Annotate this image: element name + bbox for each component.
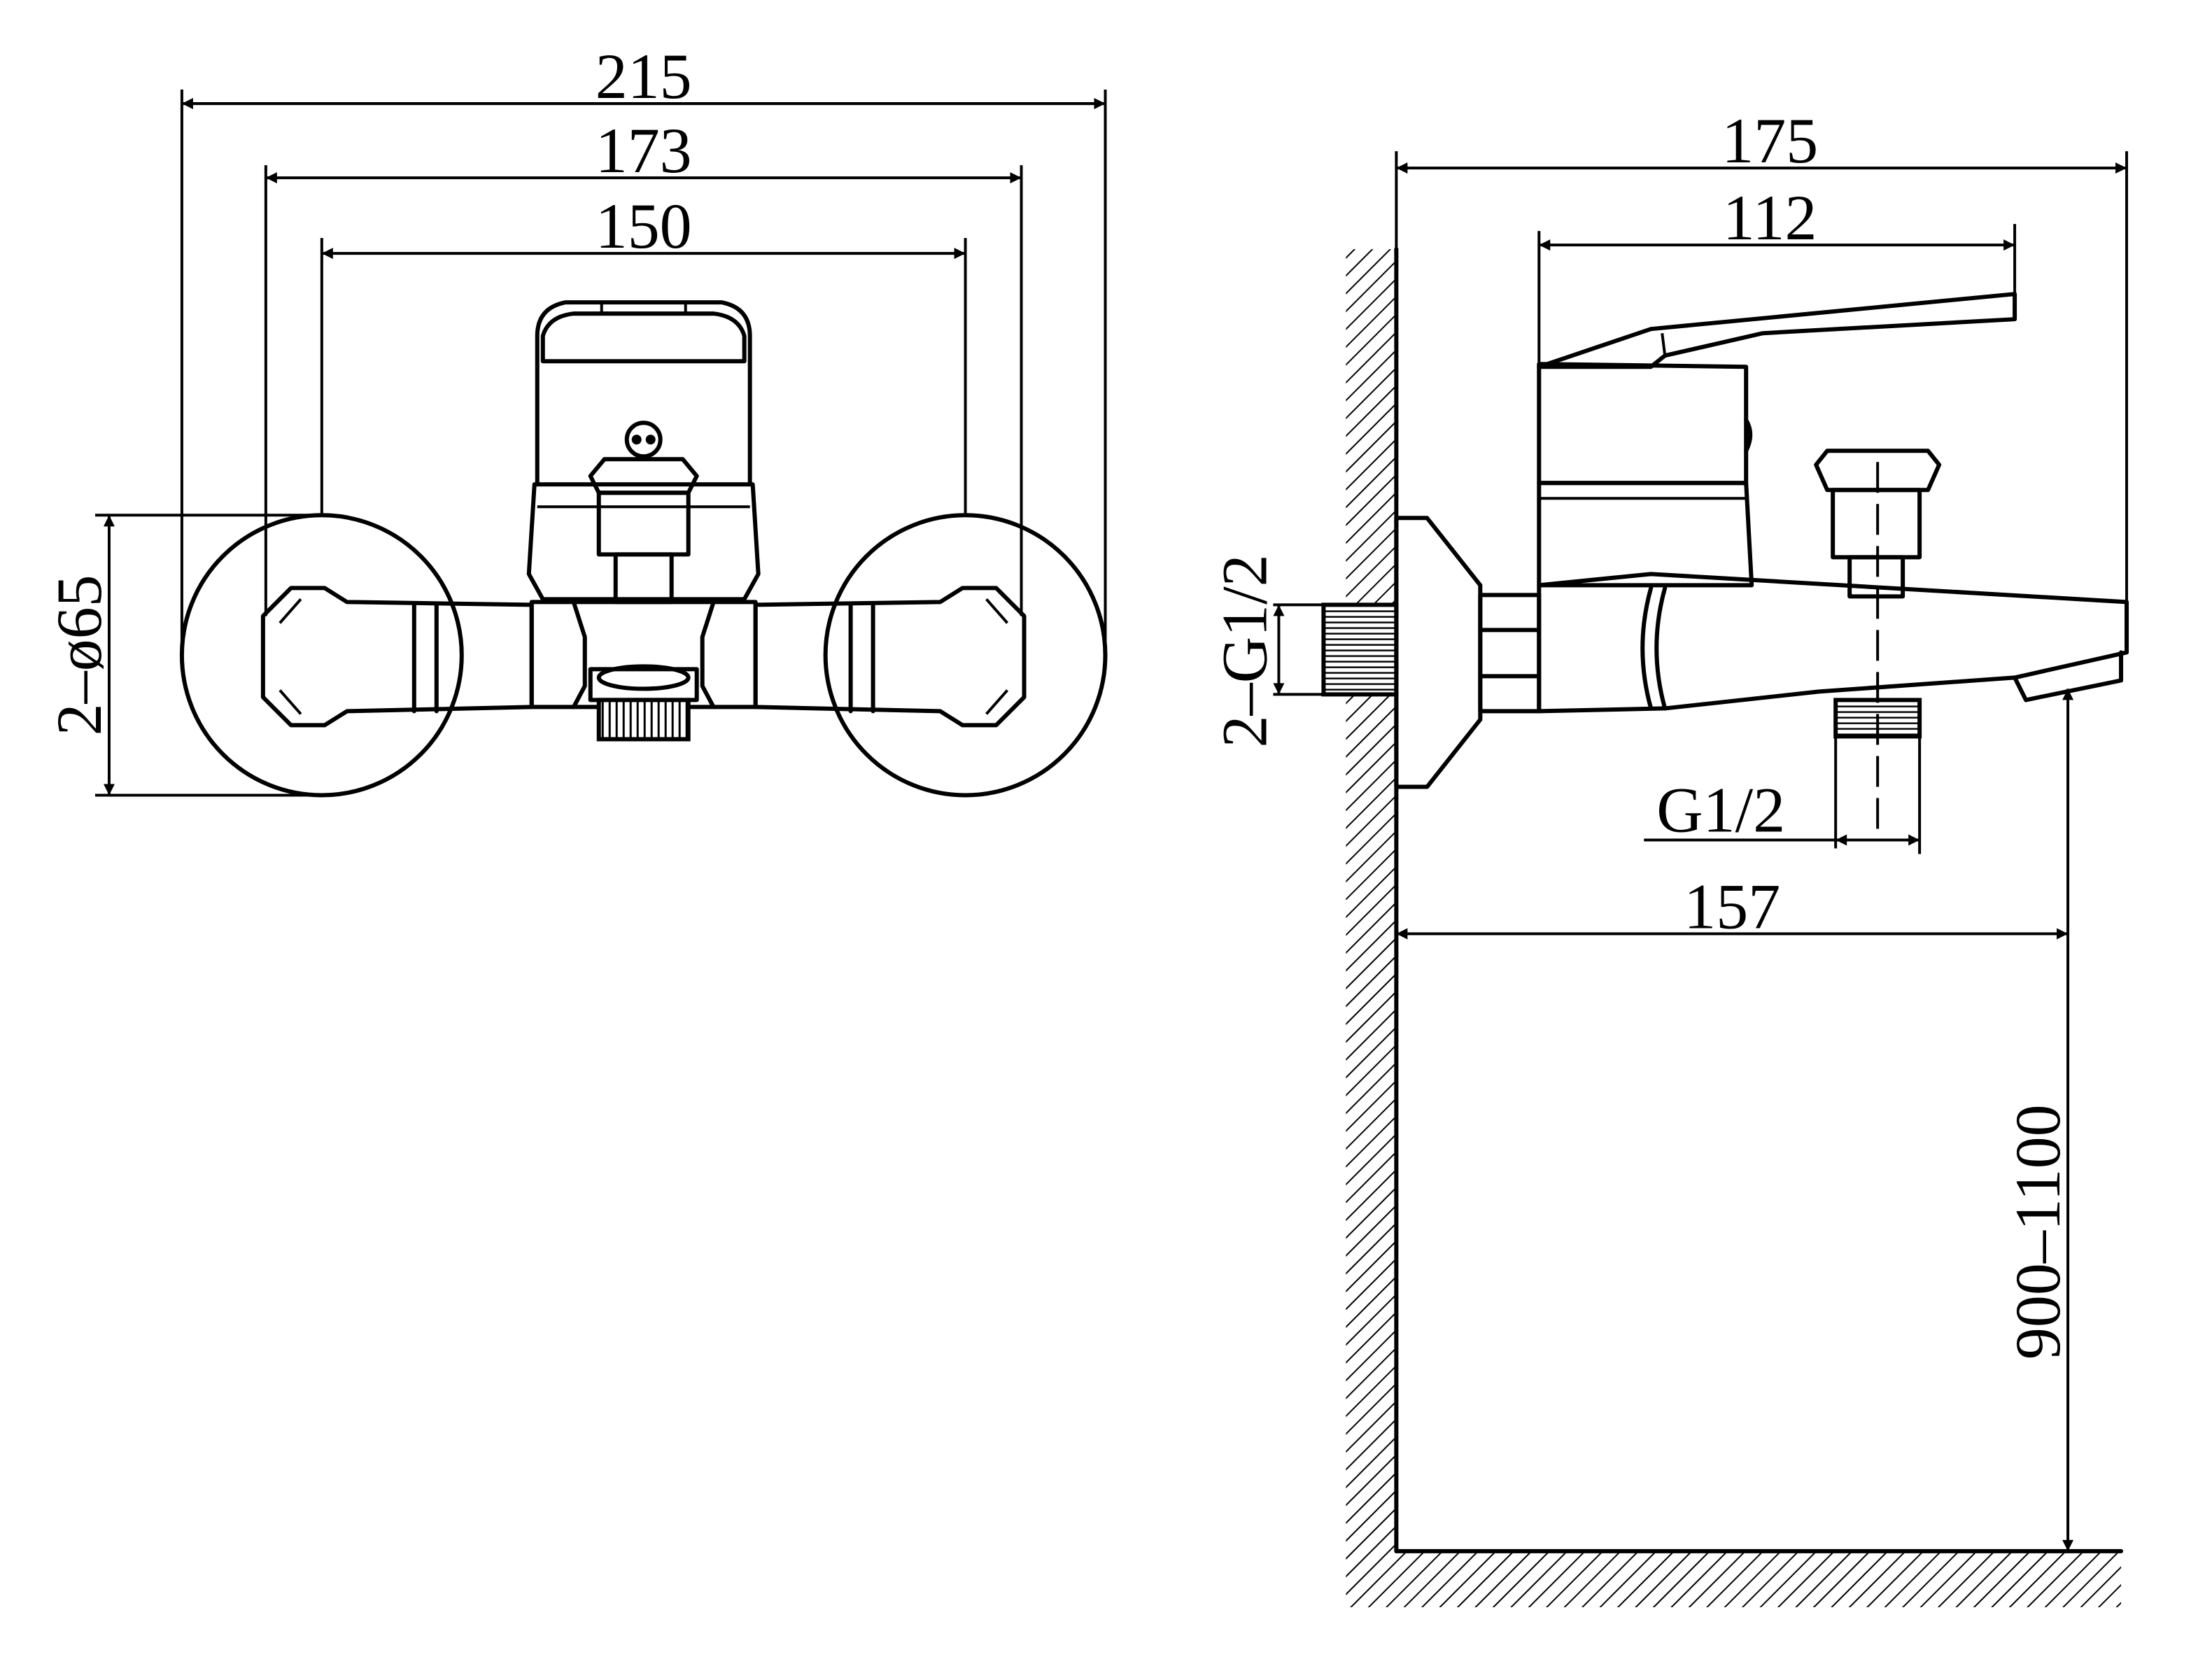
dim-inlet-thread: 2–G1/2 (1209, 554, 1280, 747)
dim-inlet-inner: 150 (596, 190, 692, 262)
dim-overall-width: 215 (596, 41, 692, 112)
right-inlet-arm (753, 586, 1027, 728)
floor-hatch (1396, 1551, 2122, 1607)
inlet-thread (1321, 602, 1399, 697)
wall-hatch (1346, 249, 1397, 1607)
dim-spout-reach: 157 (1684, 871, 1780, 943)
side-view: 175 112 2–G1/2 G1/2 157 900–1100 (1209, 105, 2129, 1607)
left-wall-flange (179, 513, 464, 798)
hex-nut (1478, 593, 1542, 714)
front-outlet-thread (596, 698, 691, 742)
left-inlet-arm (260, 586, 534, 728)
spout-body (1537, 572, 2129, 714)
dim-inlet-outer: 173 (596, 115, 692, 186)
dim-flange: 2–ø65 (43, 574, 115, 735)
front-view: 215 173 150 2–ø65 (43, 41, 1108, 798)
dim-install-height: 900–1100 (2002, 1104, 2073, 1360)
side-wall-flange (1394, 516, 1483, 789)
dim-lever: 112 (1723, 182, 1817, 253)
dim-outlet-thread: G1/2 (1656, 774, 1785, 845)
mixer-cartridge (1537, 362, 1754, 588)
front-diverter-knob (588, 421, 699, 605)
dim-total-depth: 175 (1721, 105, 1818, 176)
mixer-body (526, 300, 761, 710)
lever-handle (1537, 292, 2017, 369)
right-wall-flange (823, 513, 1108, 798)
front-outlet (588, 664, 699, 742)
